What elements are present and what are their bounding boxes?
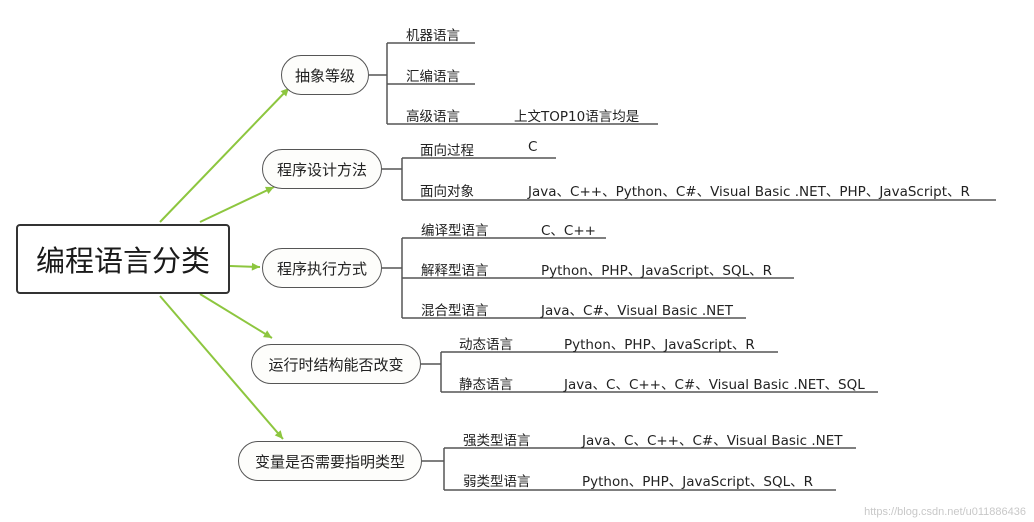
connector-root-typing [159, 295, 284, 440]
leaf-assembly-language: 汇编语言 [406, 69, 460, 85]
leaf-compiled: 编译型语言 [421, 223, 489, 239]
connector-root-design [199, 186, 275, 223]
value-dynamic: Python、PHP、JavaScript、R [564, 337, 755, 353]
connector-root-execution-arrowhead [251, 262, 260, 271]
leaf-machine-language: 机器语言 [406, 28, 460, 44]
value-hybrid: Java、C#、Visual Basic .NET [541, 303, 734, 319]
value-static: Java、C、C++、C#、Visual Basic .NET、SQL [564, 377, 865, 393]
leaf-interpreted: 解释型语言 [421, 263, 489, 279]
value-high-level-language: 上文TOP10语言均是 [514, 109, 640, 125]
connector-root-runtime [199, 293, 273, 339]
connector-root-abstraction-arrowhead [280, 88, 289, 97]
value-interpreted: Python、PHP、JavaScript、SQL、R [541, 263, 772, 279]
value-procedural: C [528, 139, 538, 155]
leaf-hybrid: 混合型语言 [421, 303, 489, 319]
leaf-static: 静态语言 [459, 377, 513, 393]
leaf-object-oriented: 面向对象 [420, 184, 474, 200]
branch-design-method: 程序设计方法 [262, 149, 382, 189]
branch-execution-method: 程序执行方式 [262, 248, 382, 288]
leaf-dynamic: 动态语言 [459, 337, 513, 353]
branch-runtime-structure: 运行时结构能否改变 [251, 344, 421, 384]
branch-abstraction-level: 抽象等级 [281, 55, 369, 95]
connector-root-design-arrowhead [265, 186, 274, 195]
value-object-oriented: Java、C++、Python、C#、Visual Basic .NET、PHP… [528, 184, 970, 200]
root-node: 编程语言分类 [16, 224, 230, 294]
connector-root-abstraction [159, 87, 290, 223]
leaf-procedural: 面向过程 [420, 143, 474, 159]
connector-root-runtime-arrowhead [263, 330, 272, 338]
leaf-strong-typed: 强类型语言 [463, 433, 531, 449]
value-compiled: C、C++ [541, 223, 596, 239]
connector-root-typing-arrowhead [274, 430, 283, 439]
value-strong-typed: Java、C、C++、C#、Visual Basic .NET [582, 433, 843, 449]
watermark: https://blog.csdn.net/u011886436 [864, 506, 1026, 518]
leaf-high-level-language: 高级语言 [406, 109, 460, 125]
branch-variable-typing: 变量是否需要指明类型 [238, 441, 422, 481]
value-weak-typed: Python、PHP、JavaScript、SQL、R [582, 474, 813, 490]
leaf-weak-typed: 弱类型语言 [463, 474, 531, 490]
